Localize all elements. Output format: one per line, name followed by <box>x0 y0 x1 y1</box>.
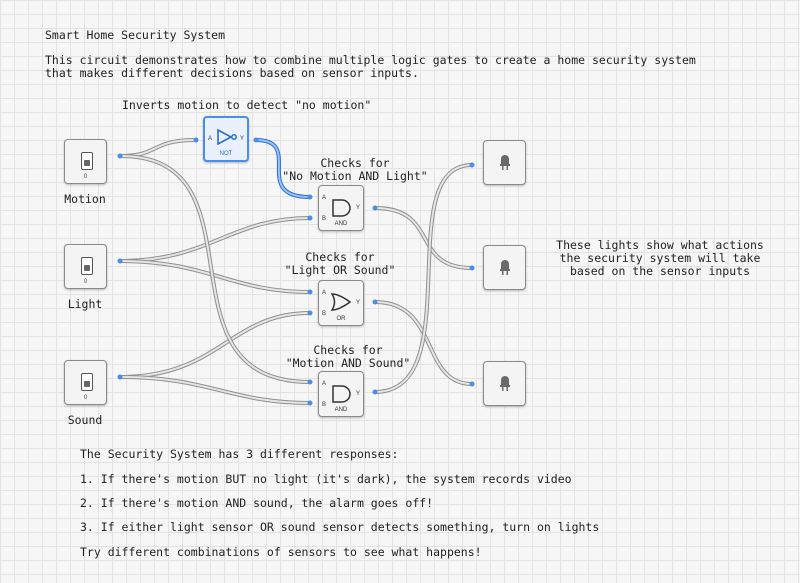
annotation-and2-line1: Checks for <box>313 343 383 357</box>
or-pin-y: Y <box>355 300 360 306</box>
annotation-or-line1: Checks for <box>305 250 375 264</box>
and2-pin-y: Y <box>355 391 360 397</box>
switch-value: 0 <box>83 395 88 401</box>
and2-pin-a: A <box>322 381 327 387</box>
switch-value: 0 <box>83 174 88 180</box>
switch-label-sound: Sound <box>67 413 103 427</box>
or-gate-name: OR <box>336 316 346 322</box>
and-gate-icon <box>332 199 351 217</box>
toggle-switch-icon <box>81 152 93 170</box>
switch-sound[interactable]: 0 <box>64 360 107 405</box>
and1-pin-y: Y <box>355 205 360 211</box>
page-title: Smart Home Security System <box>45 28 226 42</box>
annotation-lights-line2: the security system will take <box>559 251 761 265</box>
light-output-2[interactable] <box>483 245 526 290</box>
notes-item-2: 2. If there's motion AND sound, the alar… <box>80 496 434 510</box>
light-output-3[interactable] <box>483 361 526 406</box>
intro-line-2: that makes different decisions based on … <box>45 66 419 80</box>
not-pin-a: A <box>208 136 213 142</box>
not-pin-y: Y <box>239 136 244 142</box>
toggle-switch-icon <box>81 373 93 391</box>
and1-gate-name: AND <box>334 221 348 227</box>
switch-motion[interactable]: 0 <box>64 139 107 184</box>
annotation-and1-line1: Checks for <box>320 156 390 170</box>
and-gate-motion-sound[interactable]: A B Y AND <box>318 371 364 417</box>
or-pin-b: B <box>322 311 327 317</box>
annotation-and2-line2: "Motion AND Sound" <box>285 356 411 370</box>
and2-pin-b: B <box>322 402 327 408</box>
notes-footer: Try different combinations of sensors to… <box>80 545 482 559</box>
or-pin-a: A <box>322 290 327 296</box>
and-gate-icon <box>332 385 351 403</box>
annotation-lights-line1: These lights show what actions <box>556 238 764 252</box>
annotation-lights-line3: based on the sensor inputs <box>569 264 750 278</box>
or-gate-light-sound[interactable]: A B Y OR <box>318 280 364 326</box>
wire-sound-and2[interactable] <box>118 375 312 405</box>
switch-value: 0 <box>83 279 88 285</box>
switch-label-light: Light <box>67 297 103 311</box>
bulb-icon <box>500 376 510 391</box>
or-gate-icon <box>330 293 352 311</box>
notes-item-1: 1. If there's motion BUT no light (it's … <box>80 472 572 486</box>
and2-gate-name: AND <box>334 407 348 413</box>
notes-heading: The Security System has 3 different resp… <box>80 447 399 461</box>
and1-pin-a: A <box>322 195 327 201</box>
intro-line-1: This circuit demonstrates how to combine… <box>45 53 696 67</box>
annotation-or-line2: "Light OR Sound" <box>284 263 396 277</box>
toggle-switch-icon <box>81 257 93 275</box>
notes-item-3: 3. If either light sensor OR sound senso… <box>80 520 600 534</box>
annotation-and1-line2: "No Motion AND Light" <box>282 169 428 183</box>
wire-motion-not[interactable] <box>118 138 198 158</box>
switch-light[interactable]: 0 <box>64 244 107 289</box>
and1-pin-b: B <box>322 216 327 222</box>
bulb-icon <box>500 260 510 275</box>
not-gate[interactable]: A Y NOT <box>203 116 249 162</box>
switch-label-motion: Motion <box>64 192 106 206</box>
bulb-icon <box>500 155 510 170</box>
light-output-1[interactable] <box>483 140 526 185</box>
and-gate-no-motion-light[interactable]: A B Y AND <box>318 185 364 231</box>
not-gate-name: NOT <box>219 151 233 157</box>
annotation-not: Inverts motion to detect "no motion" <box>122 98 372 112</box>
not-gate-icon <box>217 129 237 145</box>
